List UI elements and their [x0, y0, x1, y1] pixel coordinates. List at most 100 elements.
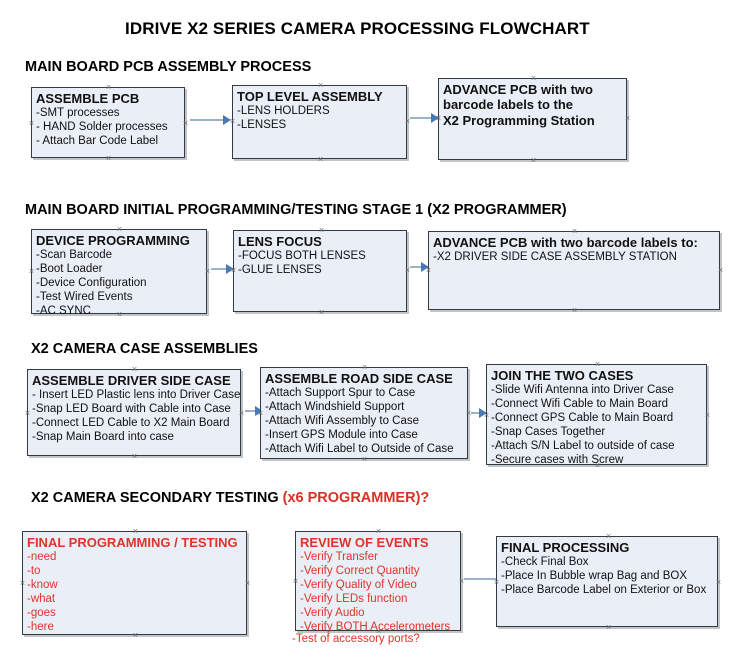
node-line: - Attach Bar Code Label: [36, 135, 159, 147]
connector-handle-right[interactable]: [404, 118, 411, 125]
node-line: -Snap Main Board into case: [32, 431, 174, 443]
connector-handle-right[interactable]: [238, 410, 245, 417]
node-top-level-assembly[interactable]: TOP LEVEL ASSEMBLY -LENS HOLDERS -LENSES: [232, 85, 407, 159]
connector-handle-top[interactable]: [317, 82, 324, 89]
node-lens-focus[interactable]: LENS FOCUS -FOCUS BOTH LENSES -GLUE LENS…: [233, 230, 407, 312]
connector-handle-right[interactable]: [204, 268, 211, 275]
arrow-head-icon: [421, 262, 429, 272]
connector-handle-right[interactable]: [182, 120, 189, 127]
connector-handle-right[interactable]: [717, 267, 724, 274]
node-header: FINAL PROGRAMMING / TESTING: [27, 535, 238, 550]
node-assemble-driver-side-case[interactable]: ASSEMBLE DRIVER SIDE CASE - Insert LED P…: [27, 369, 241, 456]
node-final-programming-testing[interactable]: FINAL PROGRAMMING / TESTING -need -to -k…: [22, 531, 247, 635]
node-line: -know: [27, 579, 58, 591]
connector-handle-right[interactable]: [624, 115, 631, 122]
node-line: -GLUE LENSES: [238, 264, 322, 276]
node-line: -Device Configuration: [36, 277, 147, 289]
connector-handle-left[interactable]: [19, 580, 26, 587]
node-assemble-road-side-case[interactable]: ASSEMBLE ROAD SIDE CASE -Attach Support …: [260, 367, 468, 459]
node-line: barcode labels to the: [443, 97, 574, 112]
node-line: -Connect GPS Cable to Main Board: [491, 412, 674, 424]
node-line: -what: [27, 593, 56, 605]
arrow-head-icon: [223, 115, 231, 125]
node-line: -Attach Windshield Support: [265, 401, 405, 413]
node-line: -Secure cases with Screw: [491, 454, 624, 466]
connector-handle-bottom[interactable]: [131, 453, 138, 460]
connector-handle-top[interactable]: [132, 528, 139, 535]
connector-handle-top[interactable]: [361, 364, 368, 371]
connector-handle-top[interactable]: [105, 84, 112, 91]
node-line: X2 Programming Station: [443, 113, 595, 128]
node-line: -Attach S/N Label to outside of case: [491, 440, 675, 452]
connector-handle-right[interactable]: [244, 580, 251, 587]
section-heading-text: X2 CAMERA SECONDARY TESTING: [31, 490, 283, 506]
node-header: LENS FOCUS: [238, 234, 322, 249]
node-line: - HAND Solder processes: [36, 121, 168, 133]
connector-handle-top[interactable]: [375, 528, 382, 535]
node-line: -SMT processes: [36, 107, 120, 119]
section-heading-main-board-pcb-assembly-process: MAIN BOARD PCB ASSEMBLY PROCESS: [25, 59, 312, 75]
section-heading-accent: (x6 PROGRAMMER)?: [282, 490, 430, 506]
node-line: -Snap LED Board with Cable into Case: [32, 403, 231, 415]
connector-handle-left[interactable]: [28, 120, 35, 127]
connector-handle-top[interactable]: [116, 226, 123, 233]
connector-handle-top[interactable]: [131, 366, 138, 373]
node-line: -Verify Audio: [300, 607, 365, 619]
node-device-programming[interactable]: DEVICE PROGRAMMING -Scan Barcode -Boot L…: [28, 226, 207, 317]
node-line: -Verify Transfer: [300, 551, 378, 563]
node-line: -to: [27, 565, 41, 577]
node-line: -Connect Wifi Cable to Main Board: [491, 398, 669, 410]
connector-handle-right[interactable]: [704, 412, 711, 419]
section-heading-x2-camera-secondary-testing: X2 CAMERA SECONDARY TESTING (x6 PROGRAMM…: [31, 490, 429, 506]
connector-handle-right[interactable]: [715, 579, 722, 586]
connector-handle-bottom[interactable]: [317, 156, 324, 163]
connector-assemble-pcb-to-top-level-assembly: [190, 115, 231, 125]
section-heading-main-board-initial-programming: MAIN BOARD INITIAL PROGRAMMING/TESTING S…: [25, 202, 567, 218]
connector-road-side-to-join-two-cases: [471, 408, 487, 418]
connector-handle-bottom[interactable]: [105, 155, 112, 162]
connector-handle-left[interactable]: [24, 410, 31, 417]
arrow-head-icon: [431, 113, 439, 123]
node-line: - Insert LED Plastic lens into Driver Ca…: [32, 389, 241, 401]
connector-handle-bottom[interactable]: [605, 624, 612, 631]
node-header: REVIEW OF EVENTS: [300, 535, 429, 550]
node-line: -Place Barcode Label on Exterior or Box: [501, 584, 707, 596]
connector-handle-bottom[interactable]: [530, 157, 537, 164]
connector-handle-top[interactable]: [571, 228, 578, 235]
arrow-head-icon: [255, 406, 263, 416]
connector-handle-bottom[interactable]: [361, 456, 368, 463]
node-header: DEVICE PROGRAMMING: [36, 233, 190, 248]
node-header: ADVANCE PCB with two: [443, 82, 593, 97]
connector-handle-top[interactable]: [318, 227, 325, 234]
node-assemble-pcb[interactable]: ASSEMBLE PCB -SMT processes - HAND Solde…: [31, 87, 185, 158]
connector-handle-top[interactable]: [530, 75, 537, 82]
node-line: -Attach Support Spur to Case: [265, 387, 416, 399]
connector-handle-top[interactable]: [594, 361, 601, 368]
node-line: -Verify Quality of Video: [300, 579, 417, 591]
node-overflow-line: -Test of accessory ports?: [292, 633, 420, 645]
node-final-processing[interactable]: FINAL PROCESSING -Check Final Box -Place…: [496, 536, 718, 627]
node-header: JOIN THE TWO CASES: [491, 368, 634, 383]
node-advance-pcb-to-driver-side-case-assembly[interactable]: ADVANCE PCB with two barcode labels to: …: [428, 231, 720, 310]
node-line: -Attach Wifi Label to Outside of Case: [265, 443, 454, 455]
node-line: -here: [27, 621, 54, 633]
node-line: -FOCUS BOTH LENSES: [238, 250, 366, 262]
node-line: -Insert GPS Module into Case: [265, 429, 418, 441]
node-line: -Verify Correct Quantity: [300, 565, 420, 577]
connector-handle-bottom[interactable]: [318, 309, 325, 316]
node-review-of-events[interactable]: REVIEW OF EVENTS -Verify Transfer -Verif…: [292, 528, 461, 645]
node-line: -Check Final Box: [501, 556, 589, 568]
connector-handle-top[interactable]: [605, 533, 612, 540]
node-line: -Test Wired Events: [36, 291, 133, 303]
connector-handle-left[interactable]: [28, 268, 35, 275]
connector-handle-right[interactable]: [404, 267, 411, 274]
connector-review-of-events-to-final-processing: [464, 578, 514, 580]
node-join-the-two-cases[interactable]: JOIN THE TWO CASES -Slide Wifi Antenna i…: [486, 361, 707, 466]
connector-handle-left[interactable]: [493, 579, 500, 586]
node-advance-pcb-to-x2-programming-station[interactable]: ADVANCE PCB with two barcode labels to t…: [438, 78, 627, 160]
node-line: -Place In Bubble wrap Bag and BOX: [501, 570, 688, 582]
node-line: -Scan Barcode: [36, 249, 113, 261]
connector-handle-bottom[interactable]: [571, 307, 578, 314]
connector-handle-left[interactable]: [292, 578, 299, 585]
